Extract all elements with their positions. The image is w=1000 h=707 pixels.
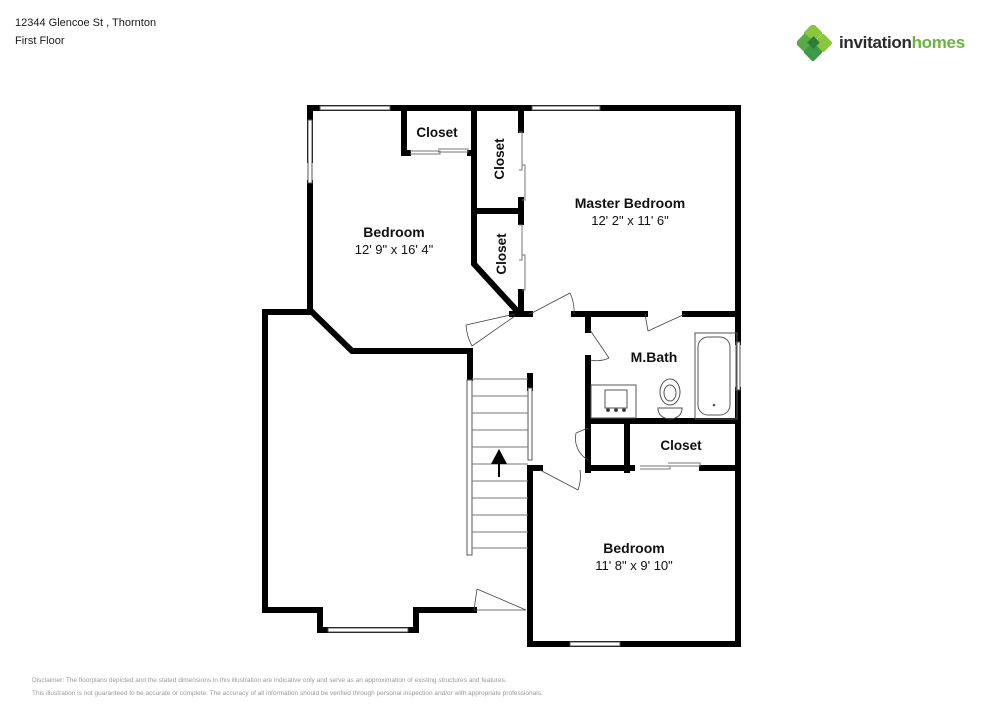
disclaimer-line-2: This illustration is not guaranteed to b… (32, 690, 543, 697)
floor-label: First Floor (15, 35, 65, 47)
closet-top-label: Closet (416, 125, 458, 140)
disclaimer-line-1: Disclaimer: The floorplans depicted and … (32, 677, 507, 684)
closet-master-upper-label: Closet (492, 138, 507, 180)
disclaimer: Disclaimer: The floorplans depicted and … (32, 674, 543, 700)
bedroom-se-dims: 11' 8" x 9' 10" (595, 558, 673, 573)
master-bath-label: M.Bath (631, 349, 678, 365)
windows (307, 105, 741, 647)
sliding-doors (410, 131, 701, 470)
master-bedroom-dims: 12' 2" x 11' 6" (591, 213, 669, 228)
room-labels: Bedroom 12' 9" x 16' 4" Master Bedroom 1… (355, 125, 702, 573)
toilet-icon (657, 378, 683, 420)
brand-name: invitationhomes (839, 33, 965, 52)
staircase (466, 378, 533, 556)
master-bedroom-label: Master Bedroom (575, 195, 685, 211)
bedroom-nw-dims: 12' 9" x 16' 4" (355, 242, 434, 257)
bathtub-icon (697, 336, 731, 416)
closet-se-label: Closet (660, 438, 702, 453)
clover-logo-icon (797, 25, 833, 61)
vanity-icon (590, 384, 637, 419)
bath-fixtures (590, 332, 738, 420)
property-address: 12344 Glencoe St , Thornton (15, 17, 157, 29)
closet-master-lower-label: Closet (494, 233, 509, 275)
property-header: 12344 Glencoe St , Thornton First Floor (15, 14, 156, 50)
bedroom-nw-label: Bedroom (363, 224, 424, 240)
swing-doors (465, 292, 686, 611)
bedroom-se-label: Bedroom (603, 540, 664, 556)
brand-logo: invitationhomes (797, 25, 965, 61)
arrow-up-icon (491, 449, 507, 477)
exterior-walls (262, 105, 741, 647)
